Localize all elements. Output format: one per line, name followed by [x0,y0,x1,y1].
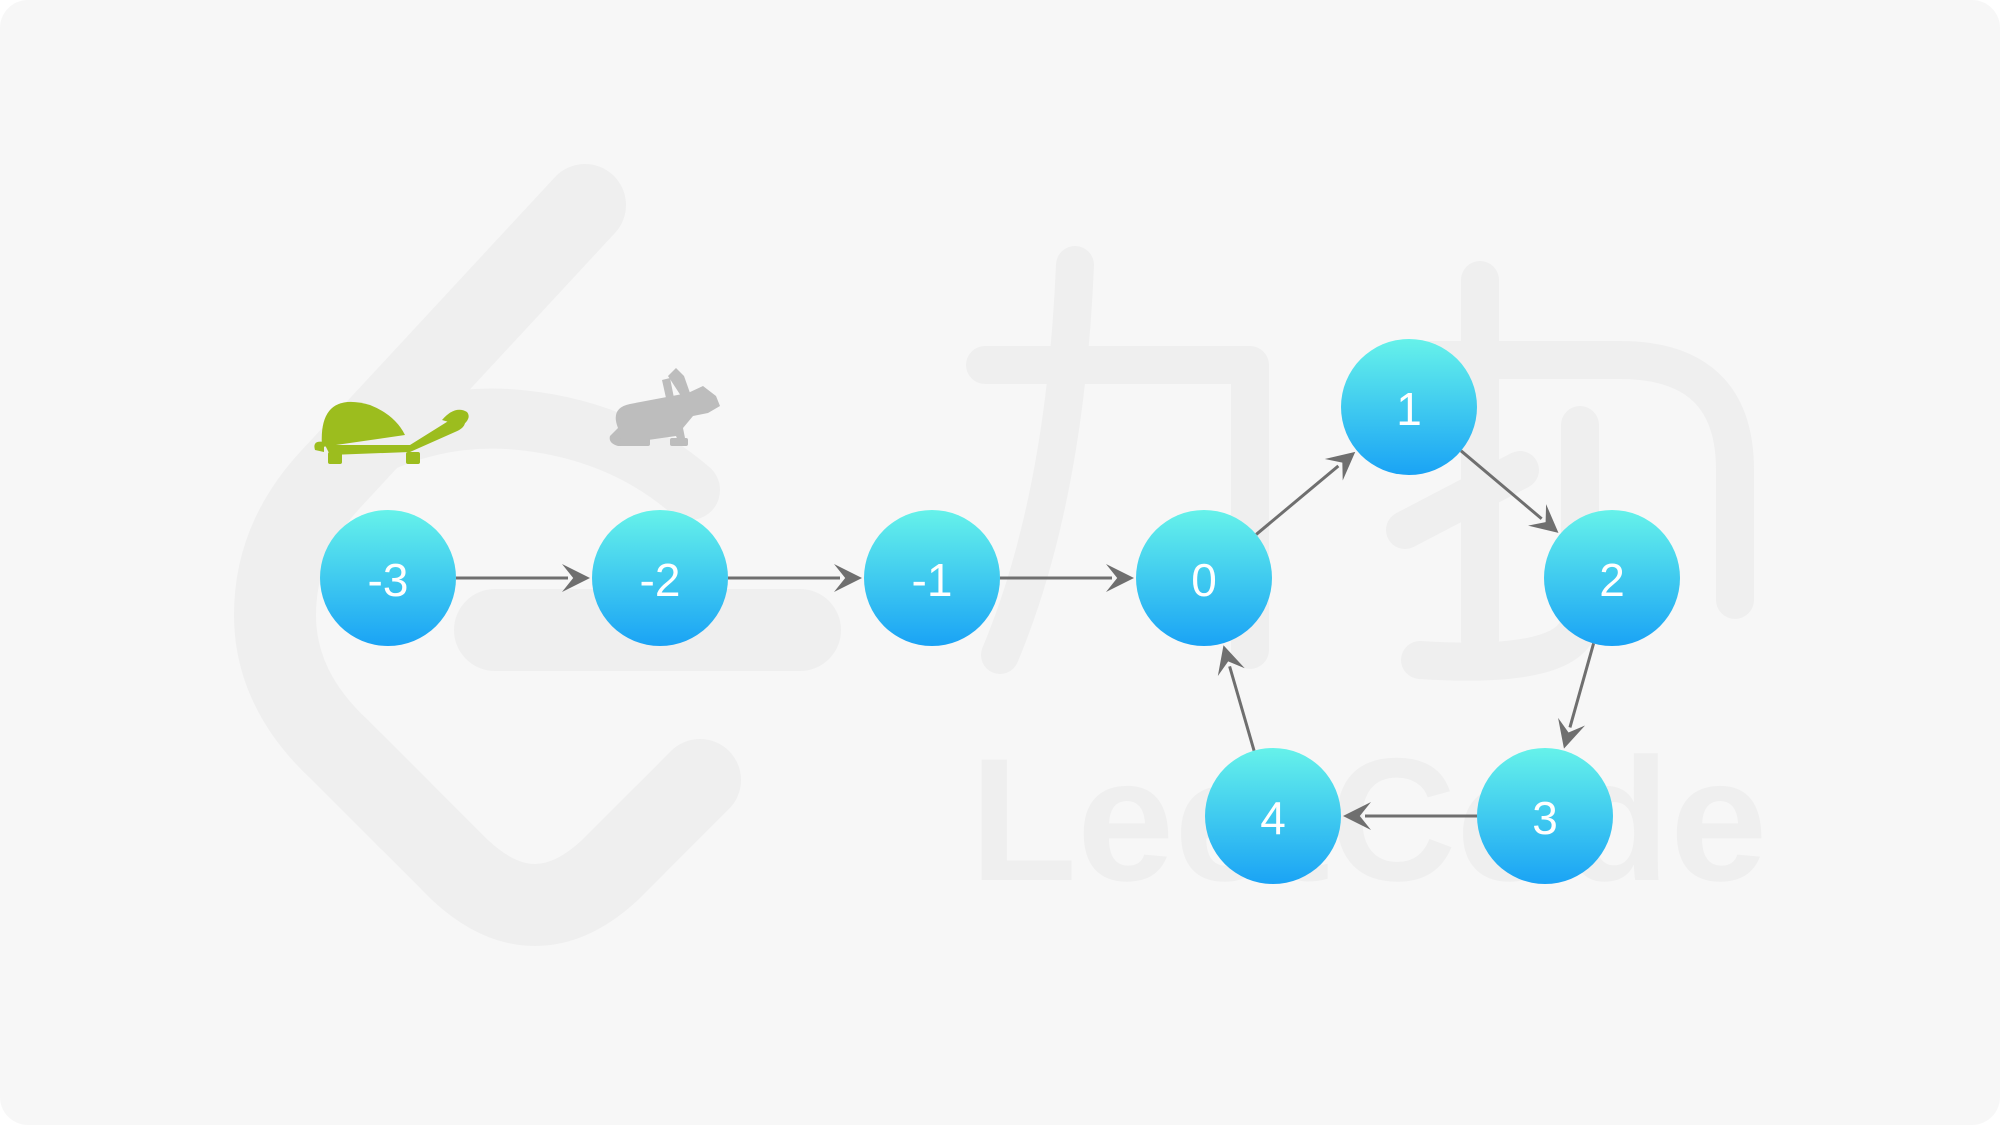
node--1: -1 [864,510,1000,646]
node-circle [864,510,1000,646]
nodes-layer: -3 -2 -1 0 1 2 3 4 [320,339,1680,884]
node-1: 1 [1341,339,1477,475]
node-3: 3 [1477,748,1613,884]
node-circle [1136,510,1272,646]
tortoise-icon [314,401,469,464]
arrowhead [1558,717,1586,749]
node-circle [320,510,456,646]
node-2: 2 [1544,510,1680,646]
node-circle [1477,748,1613,884]
arrowhead [1324,451,1356,481]
hare-icon [609,368,720,446]
arrowhead [1106,564,1134,592]
edge--1-to-0 [1000,564,1134,592]
node-circle [1544,510,1680,646]
node-label: 1 [1396,383,1422,435]
arrowhead [834,564,862,592]
node-0: 0 [1136,510,1272,646]
watermark-text: LeetCode [970,723,1767,918]
watermark-logo-shape [234,164,741,946]
edges-layer [456,449,1596,830]
node-label: 4 [1260,792,1286,844]
node-label: -1 [912,554,953,606]
node-label: 2 [1599,554,1625,606]
edge-1-to-2 [1460,449,1559,533]
edge--2-to--1 [728,564,862,592]
edge-4-to-0 [1217,645,1256,752]
node-label: -3 [368,554,409,606]
edge-0-to-1 [1255,451,1356,536]
node-circle [1341,339,1477,475]
node-circle [1205,748,1341,884]
edge-3-to-4 [1343,802,1477,830]
node--2: -2 [592,510,728,646]
edge--3-to--2 [456,564,590,592]
node-label: 0 [1191,554,1217,606]
node--3: -3 [320,510,456,646]
watermark-logo-arc [300,388,720,520]
arrowhead [1343,802,1371,830]
node-4: 4 [1205,748,1341,884]
arrowhead [562,564,590,592]
node-label: 3 [1532,792,1558,844]
node-circle [592,510,728,646]
watermark-cjk-strokes [966,246,1754,681]
edge-2-to-3 [1558,643,1596,749]
arrowhead [1528,504,1559,533]
arrowhead [1217,645,1245,677]
node-label: -2 [640,554,681,606]
